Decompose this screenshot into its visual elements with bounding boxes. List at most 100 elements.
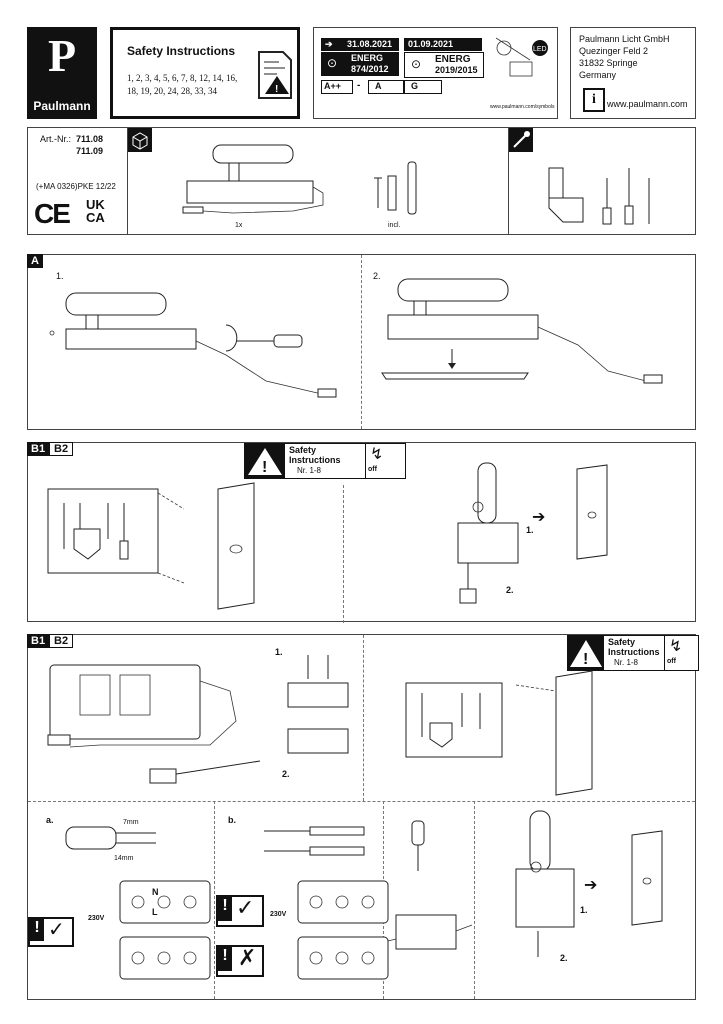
terminal-block-1	[119, 880, 211, 924]
energy-date-old: 31.08.2021	[347, 39, 393, 49]
company-city: 31832 Springe	[579, 58, 638, 68]
energy-old-eu: ENERG 874/2012 ⊙	[321, 52, 399, 76]
terminal-n: N	[152, 887, 159, 897]
section-b2-label-2: B2	[49, 634, 74, 648]
contents-incl: incl.	[388, 222, 401, 229]
warning-triangle-icon-2: !	[568, 636, 604, 670]
brand-logo: P Paulmann	[27, 27, 97, 119]
ukca-bottom: CA	[86, 210, 105, 225]
terminal-block-2	[119, 936, 211, 980]
safety-header-title: Safety Instructions	[127, 44, 236, 58]
symbols-url[interactable]: www.paulmann.com/symbols	[490, 104, 555, 110]
led-label: LED	[533, 46, 547, 53]
article-number-2: 711.09	[76, 146, 104, 156]
section-b-panel-1: B1 B2 ! Safety Instructions Nr. 1-8 ↯ of…	[27, 442, 696, 623]
cable-parallel-b	[264, 826, 365, 856]
cable-strip-illustration	[65, 826, 156, 850]
brand-name: Paulmann	[33, 99, 91, 113]
energy-new-eu: ⊙ ENERG 2019/2015	[404, 52, 484, 78]
section-a-step1: 1.	[56, 271, 64, 281]
svg-text:!: !	[262, 459, 267, 476]
lamp-unscrew-illustration	[49, 292, 337, 398]
warning-cross-b: ! ✗	[216, 945, 264, 977]
lamp-connect-illustration	[457, 462, 519, 604]
badge2-ref: Nr. 1-8	[614, 658, 639, 667]
lamp-product-illustration	[182, 144, 324, 214]
section-a-panel: A 1. 2.	[27, 254, 696, 430]
svg-text:!: !	[275, 84, 278, 95]
safety-badge-2: ! Safety Instructions Nr. 1-8 ↯ off	[567, 635, 699, 671]
ukca-top: UK	[86, 197, 105, 212]
screws-dowels-illustration	[374, 161, 417, 215]
safety-header-pages: 1, 2, 3, 4, 5, 6, 7, 8, 12, 14, 16, 18, …	[127, 72, 237, 98]
energy-new-energ: ENERG	[435, 54, 471, 65]
junction-box-open	[287, 655, 349, 754]
section-a-step2: 2.	[373, 271, 381, 281]
junction-box-screwing	[387, 820, 473, 950]
box-contents-icon	[128, 128, 152, 152]
company-website[interactable]: www.paulmann.com	[607, 99, 688, 109]
badge2-title-1: Safety	[608, 637, 636, 647]
final-step1: 1.	[580, 905, 588, 915]
document-warning-icon: !	[258, 51, 292, 99]
wiring-step-a: a.	[46, 815, 54, 825]
led-bulb-icon: LED	[495, 37, 548, 77]
contents-divider	[127, 128, 128, 234]
section-b2-divider-v2	[214, 801, 215, 999]
energy-class-new: G	[404, 80, 442, 94]
company-country: Germany	[579, 70, 617, 80]
b1-step1: 1.	[526, 525, 534, 535]
check-icon: ✓	[48, 919, 65, 941]
wall-bracket-small	[576, 464, 608, 560]
lamp-final-mount	[515, 810, 575, 957]
power-off-icon-2: ↯ off	[664, 636, 699, 670]
warning-check-a: ! ✓	[28, 917, 74, 947]
section-b2-divider-v4	[474, 801, 475, 999]
contents-qty: 1x	[235, 222, 243, 229]
info-icon: i	[583, 88, 605, 112]
warning-triangle-icon: !	[245, 444, 285, 478]
article-number-1: 711.08	[76, 134, 104, 144]
energy-new-date: 01.09.2021	[404, 38, 482, 51]
terminal-block-4	[297, 936, 389, 980]
article-contents-panel: Art.-Nr.: 711.08 711.09 (+MA 0326)PKE 12…	[27, 127, 696, 235]
terminal-l: L	[152, 907, 158, 917]
energy-reg-new: 2019/2015	[435, 65, 478, 75]
voltage-label-b: 230V	[270, 911, 287, 918]
section-b-panel-2: B1 B2 1. 2. ! Safety Instructions Nr. 1-…	[27, 634, 699, 1000]
strip-14mm: 14mm	[114, 855, 134, 862]
energy-label-panel: ➔ 31.08.2021 01.09.2021 ENERG 874/2012 ⊙…	[313, 27, 558, 119]
drilling-tools-inset-2	[405, 682, 503, 758]
safety-pages-line1: 1, 2, 3, 4, 5, 6, 7, 8, 12, 14, 16,	[127, 73, 238, 83]
section-b2-divider-v1	[363, 635, 364, 801]
drilling-tools-inset	[47, 488, 159, 574]
driver-cable-illustration	[47, 664, 261, 784]
safety-badge-1: ! Safety Instructions Nr. 1-8 ↯ off	[244, 443, 406, 479]
section-b1-label-2: B1	[27, 634, 50, 648]
b2-step1: 1.	[275, 647, 283, 657]
power-off-icon: ↯ off	[365, 444, 406, 478]
energy-class-old-from: A++	[321, 80, 353, 94]
energy-class-sep: -	[357, 80, 361, 91]
voltage-label-a: 230V	[88, 915, 105, 922]
badge-title-2: Instructions	[289, 455, 341, 465]
wall-bracket-final	[631, 830, 663, 926]
wall-bracket-mounting	[157, 482, 255, 610]
cross-icon-b: ✗	[238, 945, 257, 970]
company-street: Quezinger Feld 2	[579, 46, 649, 56]
article-code: (+MA 0326)PKE 12/22	[36, 182, 116, 191]
energy-reg-old: 874/2012	[351, 64, 389, 74]
section-a-divider	[361, 255, 362, 429]
arrow-right-icon: ➔	[532, 509, 546, 526]
logo-letter: P	[47, 30, 77, 81]
strip-7mm: 7mm	[123, 819, 139, 826]
arrow-right-icon-2: ➔	[584, 877, 598, 894]
wall-bracket-mounting-2	[515, 670, 593, 796]
badge-title-1: Safety	[289, 445, 317, 455]
warning-check-b: ! ✓	[216, 895, 264, 927]
ce-mark: CE	[34, 198, 71, 229]
company-name: Paulmann Licht GmbH	[579, 34, 670, 44]
tools-icon	[509, 128, 533, 152]
badge-ref: Nr. 1-8	[297, 466, 322, 475]
section-b-divider-1	[343, 485, 344, 623]
